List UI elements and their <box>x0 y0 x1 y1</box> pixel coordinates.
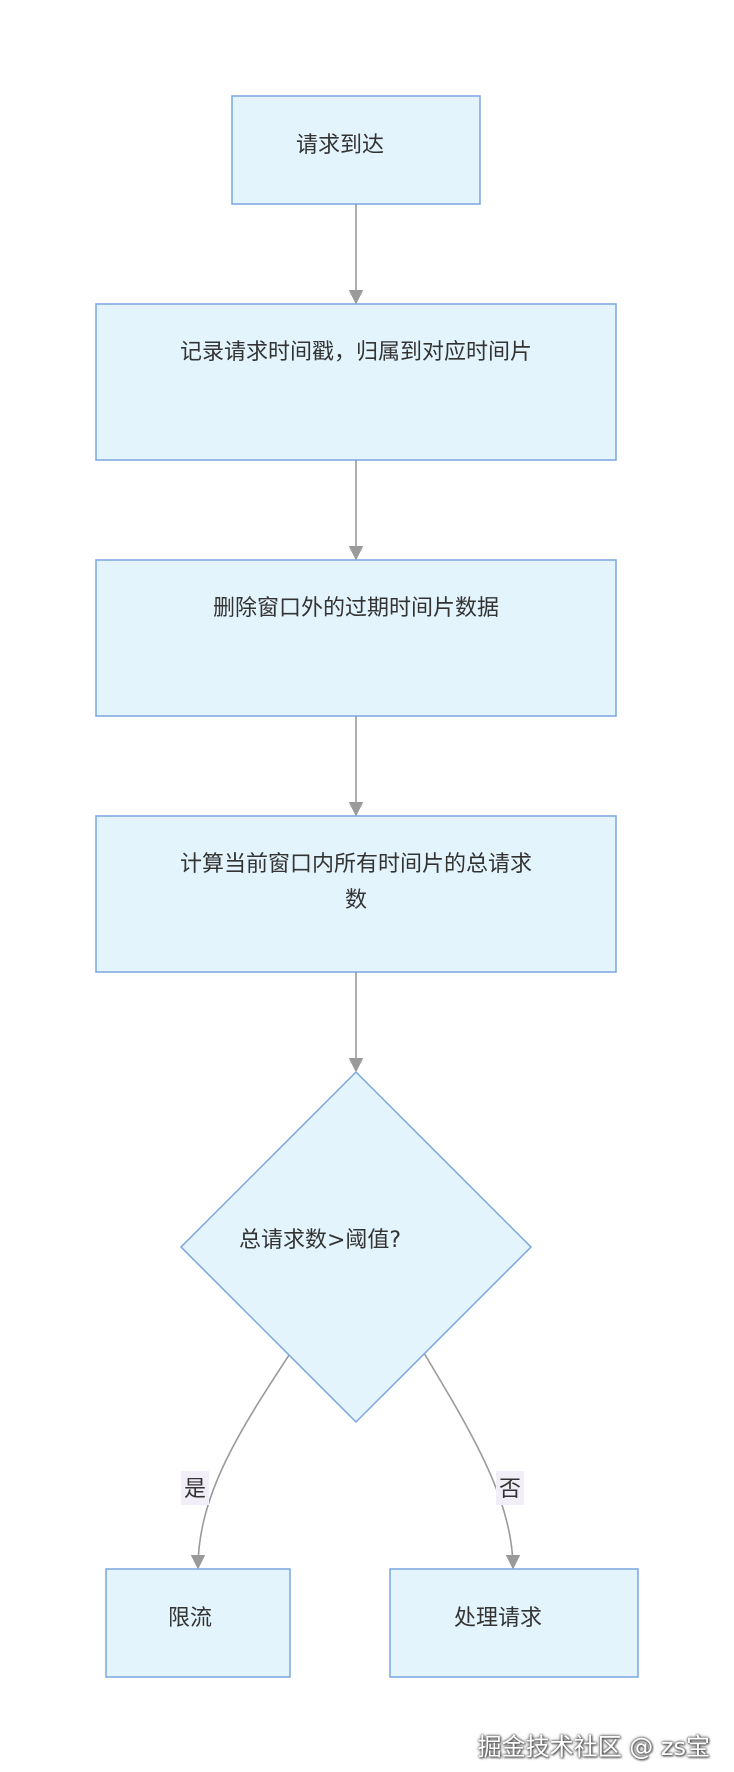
node-compute-total: 计算当前窗口内所有时间片的总请求 数 <box>95 815 617 973</box>
node-compute-total-label-line1: 计算当前窗口内所有时间片的总请求 <box>180 852 532 877</box>
node-compute-total-label-line2: 数 <box>345 888 367 913</box>
edge-label-no: 否 <box>496 1471 524 1505</box>
node-rate-limit-label: 限流 <box>168 1606 212 1631</box>
yes-label: 是 <box>184 1477 206 1502</box>
node-request-arrives-label: 请求到达 <box>296 133 384 158</box>
no-label: 否 <box>499 1477 521 1502</box>
node-request-arrives: 请求到达 <box>231 95 481 205</box>
edge-label-yes: 是 <box>181 1471 209 1505</box>
node-delete-expired: 删除窗口外的过期时间片数据 <box>95 559 617 717</box>
node-delete-expired-label: 删除窗口外的过期时间片数据 <box>213 596 499 621</box>
edge-decision-no <box>423 1352 521 1570</box>
node-decision-label: 总请求数>阈值? <box>239 1228 401 1253</box>
node-record-timestamp: 记录请求时间戳，归属到对应时间片 <box>95 303 617 461</box>
node-handle-request: 处理请求 <box>389 1568 639 1678</box>
node-rate-limit: 限流 <box>105 1568 291 1678</box>
edge-decision-yes <box>190 1354 290 1570</box>
node-decision: 总请求数>阈值? <box>179 1070 533 1424</box>
node-record-timestamp-label: 记录请求时间戳，归属到对应时间片 <box>180 340 532 365</box>
watermark: 掘金技术社区 @ zs宝 <box>477 1733 710 1761</box>
node-handle-request-label: 处理请求 <box>454 1606 542 1631</box>
